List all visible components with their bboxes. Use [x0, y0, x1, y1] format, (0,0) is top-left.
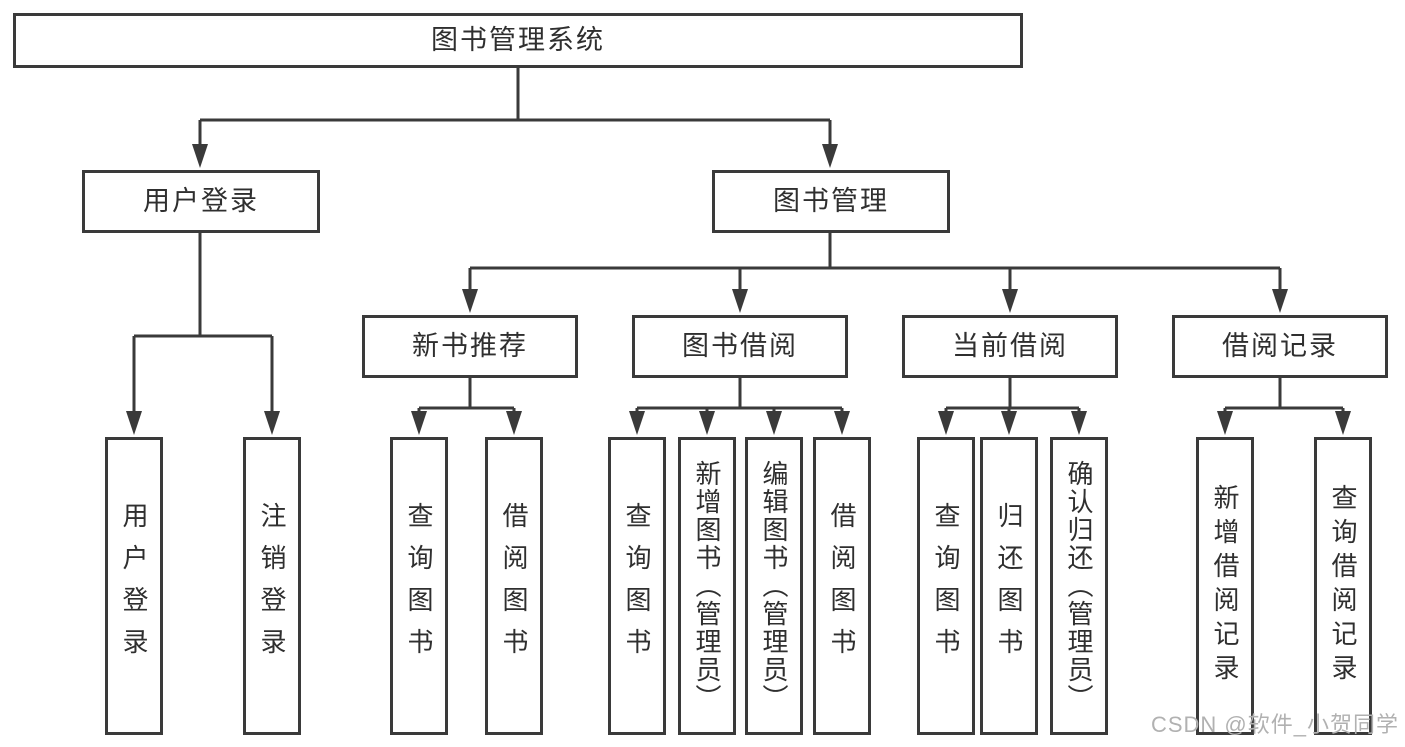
- leaf-confirm-return-admin: 确认归还（管理员）: [1050, 437, 1108, 735]
- leaf-query-books-2: 查询图书: [608, 437, 666, 735]
- node-root: 图书管理系统: [13, 13, 1023, 68]
- leaf-add-books-admin: 新增图书（管理员）: [678, 437, 736, 735]
- node-user-login: 用户登录: [82, 170, 320, 233]
- leaf-borrow-books-1: 借阅图书: [485, 437, 543, 735]
- edge-root-to-level2: [198, 66, 832, 150]
- edge-newbooks-to-leaves: [417, 378, 516, 417]
- node-current-borrowing: 当前借阅: [902, 315, 1118, 378]
- leaf-user-login: 用户登录: [105, 437, 163, 735]
- csdn-watermark: CSDN @软件_小贺同学: [1150, 712, 1399, 737]
- edge-borrow-to-leaves: [635, 378, 844, 417]
- node-new-book-recommend: 新书推荐: [362, 315, 578, 378]
- leaf-query-borrow-record: 查询借阅记录: [1314, 437, 1372, 735]
- node-book-borrowing: 图书借阅: [632, 315, 848, 378]
- edge-books-to-level3: [468, 233, 1282, 295]
- leaf-edit-books-admin: 编辑图书（管理员）: [745, 437, 803, 735]
- node-book-management: 图书管理: [712, 170, 950, 233]
- leaf-return-books: 归还图书: [980, 437, 1038, 735]
- leaf-add-borrow-record: 新增借阅记录: [1196, 437, 1254, 735]
- leaf-query-books-1: 查询图书: [390, 437, 448, 735]
- leaf-logout: 注销登录: [243, 437, 301, 735]
- arrowheads: [126, 144, 1351, 435]
- edge-records-to-leaves: [1223, 378, 1345, 417]
- leaf-borrow-books-2: 借阅图书: [813, 437, 871, 735]
- edge-login-to-leaves: [132, 233, 274, 417]
- node-borrow-records: 借阅记录: [1172, 315, 1388, 378]
- leaf-query-books-3: 查询图书: [917, 437, 975, 735]
